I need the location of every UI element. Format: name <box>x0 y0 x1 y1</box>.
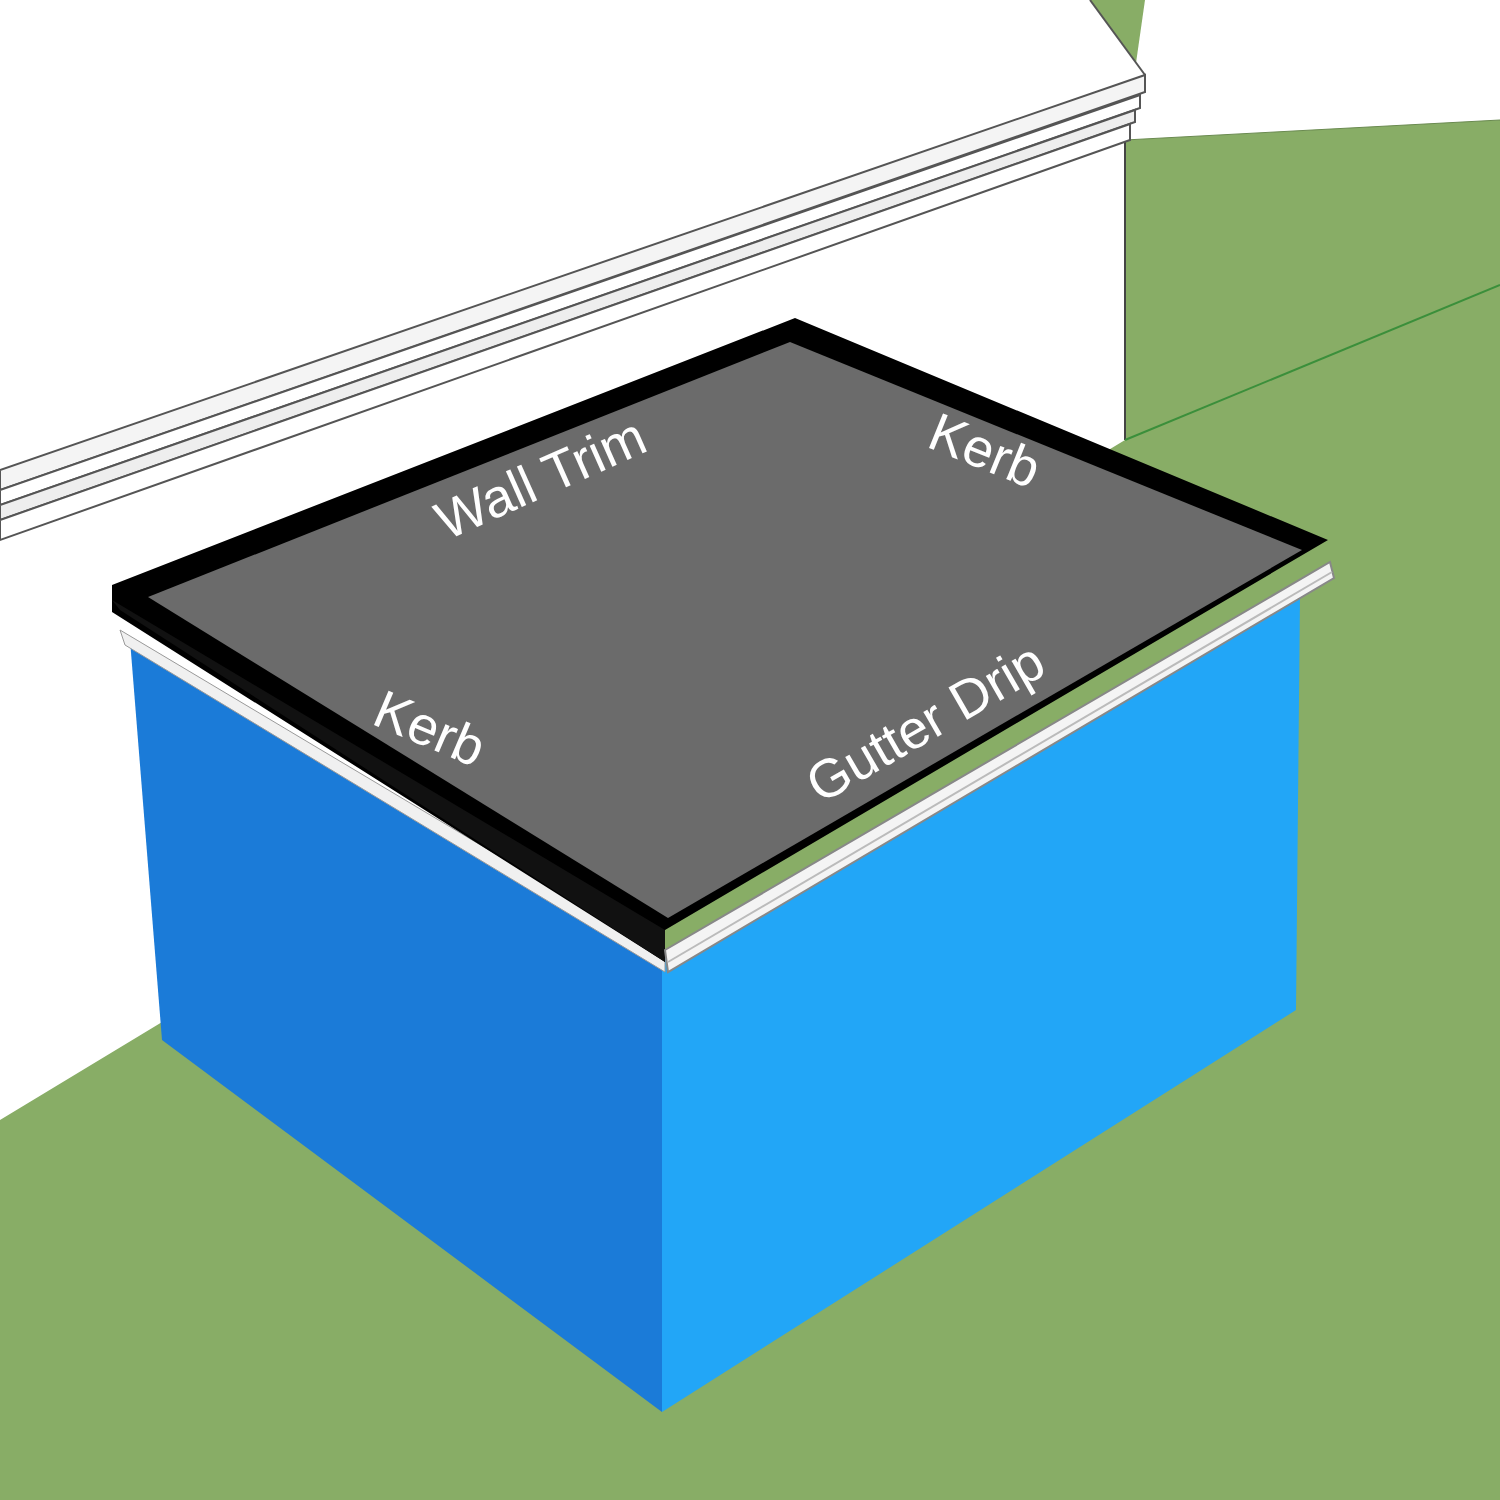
ground-edge <box>1125 120 1500 140</box>
ground-line <box>1125 285 1500 440</box>
gutter-drip-trim <box>665 562 1334 972</box>
wall-edge <box>1124 140 1126 440</box>
roof-membrane <box>148 342 1302 918</box>
gutter-groove <box>668 572 1332 962</box>
roof-kerb <box>112 318 1328 962</box>
sky <box>1125 0 1500 140</box>
roof-edge <box>1090 0 1145 75</box>
